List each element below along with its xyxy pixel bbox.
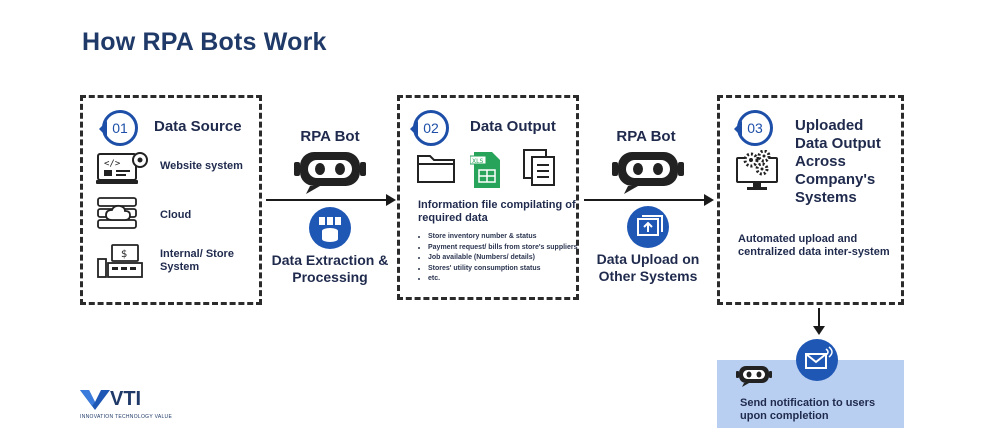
bot-2-label: RPA Bot [616, 128, 676, 145]
step-3-box [717, 95, 904, 305]
robot-icon [736, 366, 772, 387]
step-3-heading: Uploaded Data Output Across Company's Sy… [795, 117, 881, 206]
arrow-2 [584, 199, 704, 201]
notification-text: Send notification to users upon completi… [740, 397, 876, 422]
arrow-1 [266, 199, 386, 201]
list-item: Stores' utility consumption status [428, 264, 578, 274]
step-2-heading: Data Output [470, 118, 556, 135]
step-1-heading: Data Source [154, 118, 242, 135]
step-2-bullet-list: Store inventory number & status Payment … [418, 232, 578, 285]
website-system-icon: </> [96, 152, 148, 184]
spreadsheet-icon: XLS [470, 152, 500, 188]
upload-icon [627, 206, 669, 248]
bot-2-process: Data Upload on Other Systems [596, 251, 700, 284]
step-1-number: 01 [99, 110, 138, 146]
step-2-number: 02 [410, 110, 449, 146]
folder-icon [417, 155, 455, 183]
bot-1-label: RPA Bot [300, 128, 360, 145]
logo-tagline: INNOVATION TECHNOLOGY VALUE [80, 414, 173, 420]
source-item-website: Website system [160, 160, 243, 172]
arrow-2-head [704, 194, 714, 206]
bot-1-process: Data Extraction & Processing [271, 252, 389, 285]
monitor-gears-icon [736, 150, 778, 190]
step-3-description: Automated upload and centralized data in… [738, 233, 890, 258]
step-3-number: 03 [734, 110, 773, 146]
arrow-down-head [813, 326, 825, 335]
svg-text:XLS: XLS [472, 158, 483, 165]
mail-notification-icon [796, 339, 838, 381]
list-item: Store inventory number & status [428, 232, 578, 242]
logo-text: VTI [110, 388, 142, 410]
list-item: Payment request/ bills from store's supp… [428, 243, 578, 253]
vti-logo-mark [80, 390, 110, 410]
list-item: Job available (Numbers/ details) [428, 253, 578, 263]
svg-text:$: $ [121, 249, 127, 260]
source-item-cloud: Cloud [160, 209, 192, 221]
documents-icon [523, 149, 555, 186]
page-title: How RPA Bots Work [82, 28, 327, 56]
robot-icon [612, 152, 684, 194]
svg-text:</>: </> [104, 159, 121, 169]
database-icon [309, 207, 351, 249]
step-2-subheading: Information file compilating of required… [418, 199, 576, 224]
arrow-1-head [386, 194, 396, 206]
arrow-down [818, 308, 820, 328]
robot-icon [294, 152, 366, 194]
source-item-store: Internal/ Store System [160, 248, 234, 273]
list-item: etc. [428, 274, 578, 284]
cloud-server-icon [97, 197, 137, 229]
store-system-icon: $ [97, 244, 143, 278]
